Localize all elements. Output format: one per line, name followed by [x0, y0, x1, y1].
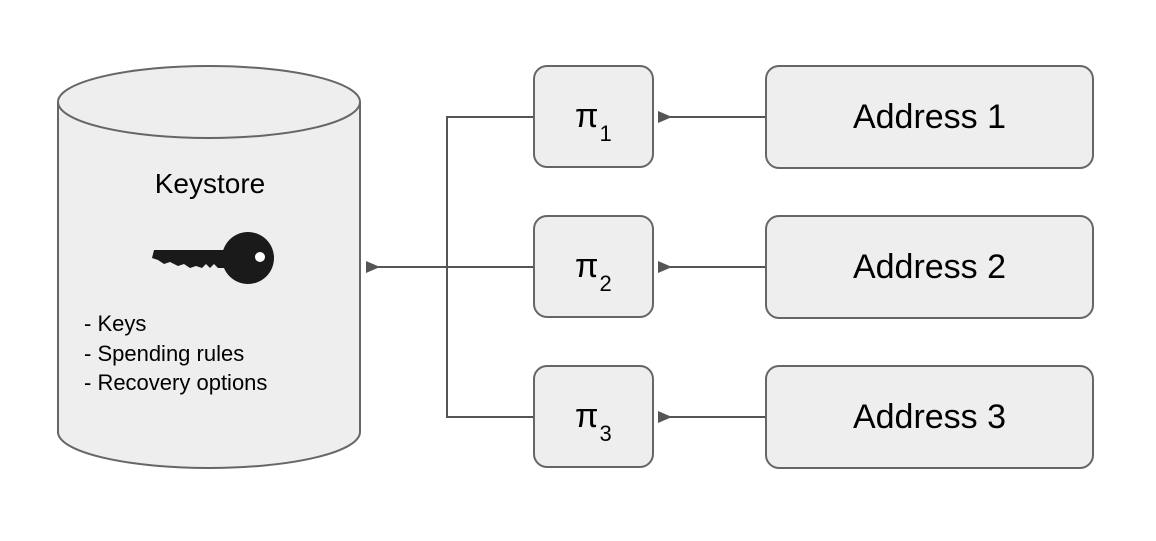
key-icon — [152, 232, 274, 284]
keystore-title: Keystore — [154, 168, 266, 199]
proof-box-2: π2 — [533, 215, 654, 318]
address-label: Address 2 — [852, 247, 1007, 286]
keystore-item-list: - Keys - Spending rules - Recovery optio… — [84, 309, 267, 398]
address-label: Address 1 — [852, 97, 1007, 136]
address-box-1: Address 1 — [765, 65, 1094, 169]
proof-box-1: π1 — [533, 65, 654, 168]
address-box-2: Address 2 — [765, 215, 1094, 319]
address-arrows — [658, 111, 765, 423]
proof-label: π1 — [575, 97, 612, 146]
proof-label: π2 — [575, 247, 612, 296]
keystore-item: - Keys — [84, 311, 147, 336]
proof-label: π3 — [575, 397, 612, 446]
keystore-item: - Spending rules — [84, 340, 245, 366]
address-label: Address 3 — [852, 397, 1007, 436]
address-box-3: Address 3 — [765, 365, 1094, 469]
keystore-item: - Recovery options — [84, 370, 268, 395]
bus-connector — [366, 116, 533, 418]
keystore-cylinder — [57, 65, 361, 469]
proof-box-3: π3 — [533, 365, 654, 468]
